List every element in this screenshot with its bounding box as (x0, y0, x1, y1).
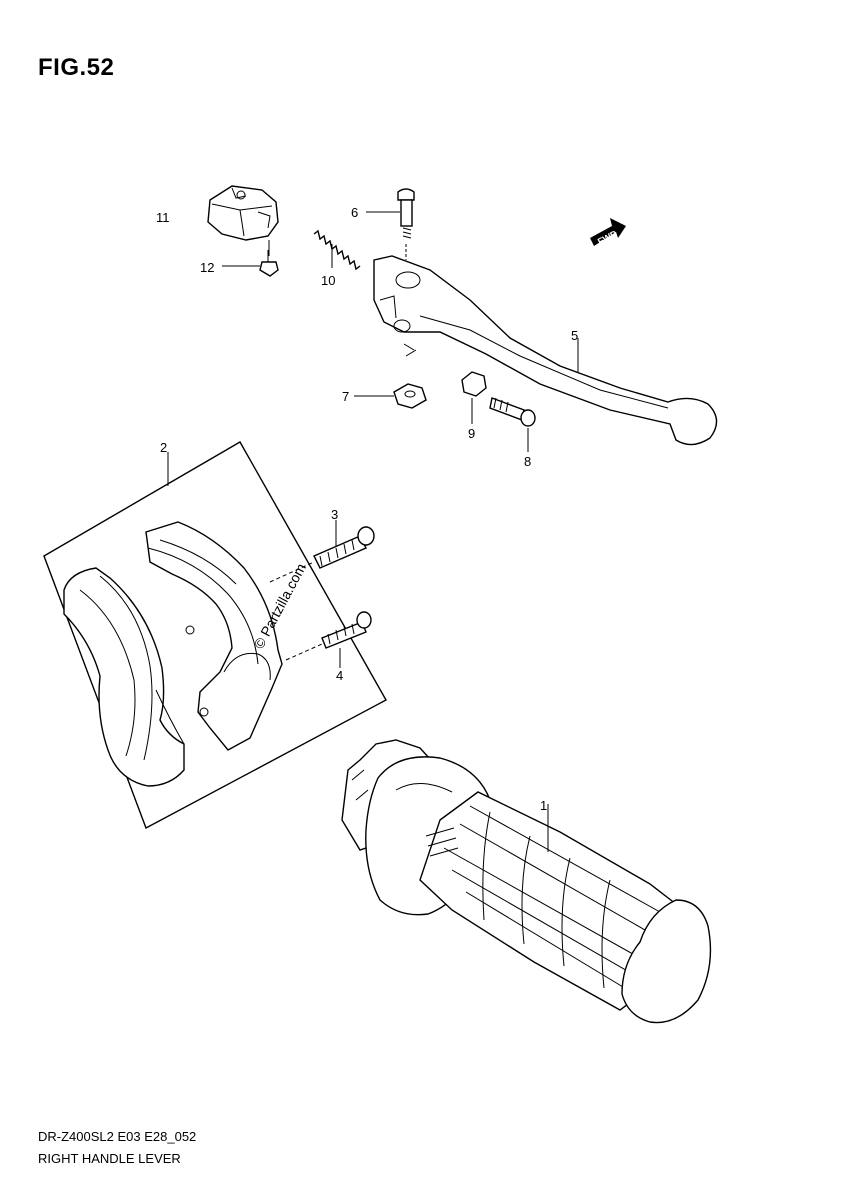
switch-drawing (207, 185, 279, 241)
pivot-bolt-drawing (366, 188, 415, 260)
forward-arrow-icon: FWD (590, 218, 626, 247)
label-part-7[interactable]: 7 (342, 389, 349, 404)
figure-title: FIG.52 (38, 54, 115, 81)
label-part-4[interactable]: 4 (336, 668, 343, 683)
cover-drawing (354, 383, 427, 409)
diagram-code: DR-Z400SL2 E03 E28_052 (38, 1129, 197, 1144)
label-part-8[interactable]: 8 (524, 454, 531, 469)
grip-waffle-pattern (425, 805, 661, 991)
label-part-12[interactable]: 12 (200, 260, 214, 275)
label-part-11[interactable]: 11 (156, 210, 170, 225)
screw-4-drawing (285, 611, 372, 668)
clamp-left-drawing (63, 567, 185, 787)
grip-drawing (341, 739, 712, 1024)
screw-3-drawing (269, 520, 375, 583)
screw-12-drawing (222, 250, 279, 277)
label-part-2[interactable]: 2 (160, 440, 167, 455)
label-part-3[interactable]: 3 (331, 507, 338, 522)
part-labels: 1 2 3 4 5 6 7 8 9 10 11 12 (156, 205, 578, 813)
label-part-9[interactable]: 9 (468, 426, 475, 441)
spring-drawing (313, 229, 361, 271)
lever-drawing (373, 255, 718, 446)
bolt-8-drawing (489, 397, 536, 452)
clamp-right-drawing (145, 521, 283, 751)
diagram-name: RIGHT HANDLE LEVER (38, 1151, 181, 1166)
nut-drawing (461, 371, 487, 424)
label-part-1[interactable]: 1 (540, 798, 547, 813)
label-part-10[interactable]: 10 (321, 273, 335, 288)
label-part-6[interactable]: 6 (351, 205, 358, 220)
label-part-5[interactable]: 5 (571, 328, 578, 343)
